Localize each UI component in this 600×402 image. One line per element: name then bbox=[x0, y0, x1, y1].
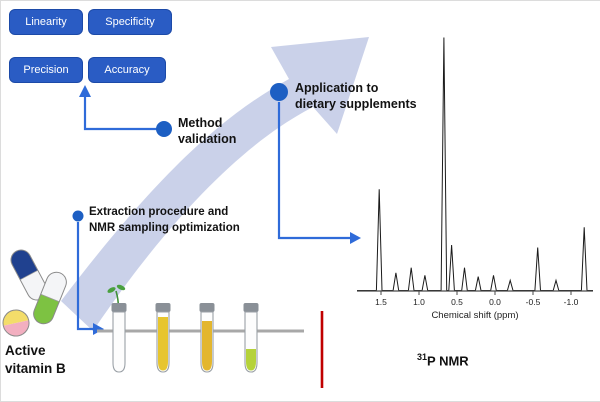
validation-box-precision: Precision bbox=[9, 57, 83, 83]
connector-method-to-boxes bbox=[79, 85, 161, 131]
x-tick-label: 1.5 bbox=[375, 297, 387, 307]
bullet-application-icon bbox=[270, 83, 288, 101]
validation-box-linearity: Linearity bbox=[9, 9, 83, 35]
capsule-green-icon bbox=[33, 271, 67, 325]
x-axis-title: Chemical shift (ppm) bbox=[431, 310, 518, 321]
label-extraction: Extraction procedure and NMR sampling op… bbox=[89, 206, 240, 235]
workflow-arrow bbox=[61, 37, 369, 331]
spectrum-title: 31P NMR bbox=[417, 352, 469, 368]
x-tick-label: 1.0 bbox=[413, 297, 425, 307]
x-tick-label: -0.5 bbox=[526, 297, 541, 307]
validation-box-specificity: Specificity bbox=[88, 9, 172, 35]
nmr-tube-1 bbox=[111, 303, 127, 373]
x-tick-label: 0.0 bbox=[489, 297, 501, 307]
nmr-tube-4 bbox=[243, 303, 259, 373]
isotope-superscript: 31 bbox=[417, 352, 428, 362]
nmr-tube-3 bbox=[199, 303, 215, 373]
bullet-method-validation-icon bbox=[156, 121, 172, 137]
tablet-icon bbox=[2, 309, 30, 337]
validation-box-accuracy: Accuracy bbox=[88, 57, 166, 83]
nmr-spectrum-trace bbox=[357, 37, 593, 291]
label-active-vitamin-b: Active vitamin B bbox=[5, 343, 66, 376]
nmr-tube-2 bbox=[155, 303, 171, 373]
connector-extraction-to-tubes bbox=[76, 222, 104, 335]
nmr-spectrum: 1.5 1.0 0.5 0.0 -0.5 -1.0 Chemical shift… bbox=[357, 37, 593, 321]
label-method-validation: Method validation bbox=[178, 116, 237, 147]
connector-application-to-spectrum bbox=[277, 102, 361, 244]
capsule-blue-icon bbox=[10, 249, 48, 301]
bullet-extraction-icon bbox=[72, 210, 84, 222]
x-tick-label: 0.5 bbox=[451, 297, 463, 307]
nucleus-label: P NMR bbox=[427, 353, 469, 369]
label-application: Application to dietary supplements bbox=[295, 81, 417, 112]
x-tick-label: -1.0 bbox=[564, 297, 579, 307]
